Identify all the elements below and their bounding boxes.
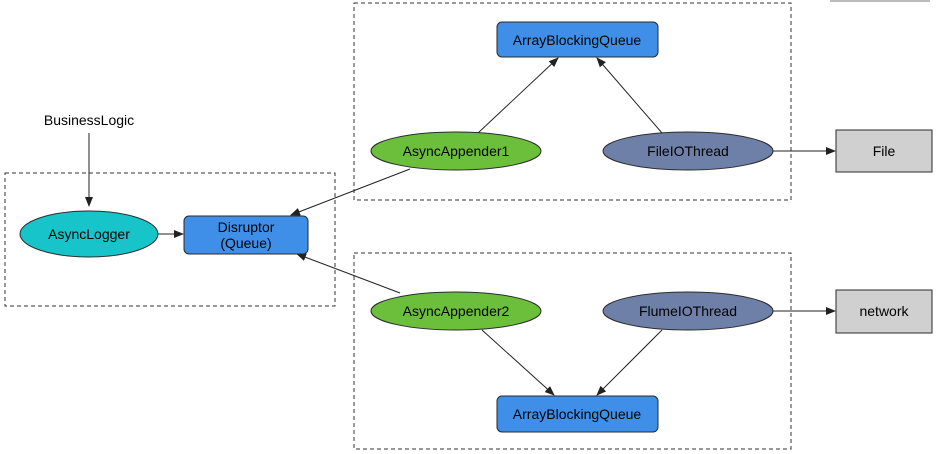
queue-top-label: ArrayBlockingQueue (513, 32, 642, 48)
file-io-thread-shape (602, 131, 774, 171)
file-label: File (873, 143, 896, 159)
queue-bottom-shape (496, 395, 659, 433)
queue-top-shape (496, 21, 659, 58)
edge-asyncappender2-to-queue-bottom (481, 329, 555, 396)
business-logic-label: BusinessLogic (44, 112, 134, 128)
flume-io-thread-node: FlumeIOThread (602, 291, 774, 331)
disruptor-label-line2: (Queue) (220, 235, 271, 251)
queue-bottom-label: ArrayBlockingQueue (513, 406, 642, 422)
queue-top-node: ArrayBlockingQueue (496, 21, 659, 58)
async-appender-2-shape (370, 291, 542, 331)
flume-io-thread-label: FlumeIOThread (639, 303, 737, 319)
async-appender-2-label: AsyncAppender2 (403, 303, 510, 319)
file-shape (835, 129, 933, 173)
network-shape (835, 289, 933, 334)
async-appender-1-node: AsyncAppender1 (370, 131, 542, 171)
disruptor-node: Disruptor (Queue) (183, 215, 309, 255)
logger-group-frame (4, 172, 336, 307)
edge-fileiothread-to-queue-top (596, 57, 663, 134)
file-appender-group-frame (353, 2, 792, 201)
edge-asyncappender1-to-queue-top (477, 57, 559, 134)
async-appender-1-shape (370, 131, 542, 171)
network-label: network (859, 303, 909, 319)
file-node: File (835, 129, 933, 173)
edge-asyncappender2-to-disruptor (296, 253, 401, 294)
disruptor-shape (183, 215, 309, 255)
flume-io-thread-shape (602, 291, 774, 331)
edge-flumeiothread-to-queue-bottom (596, 329, 663, 396)
async-appender-2-node: AsyncAppender2 (370, 291, 542, 331)
file-io-thread-label: FileIOThread (647, 143, 729, 159)
async-logger-label: AsyncLogger (48, 226, 130, 242)
edge-asyncappender1-to-disruptor (290, 168, 411, 216)
async-logger-shape (19, 210, 159, 258)
network-node: network (835, 289, 933, 334)
file-io-thread-node: FileIOThread (602, 131, 774, 171)
disruptor-label-line1: Disruptor (218, 219, 275, 235)
queue-bottom-node: ArrayBlockingQueue (496, 395, 659, 433)
async-appender-1-label: AsyncAppender1 (403, 143, 510, 159)
flume-appender-group-frame (353, 252, 792, 450)
async-logger-node: AsyncLogger (19, 210, 159, 258)
